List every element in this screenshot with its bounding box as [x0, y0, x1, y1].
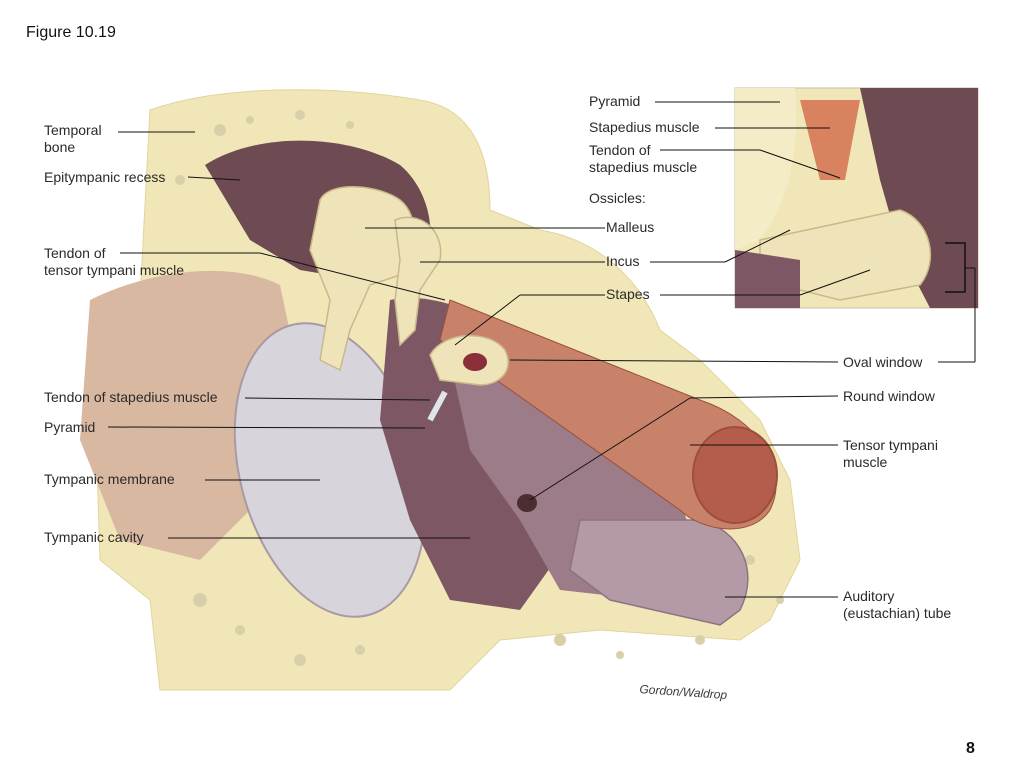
label-pyramid-left: Pyramid — [44, 419, 96, 435]
leader-lines — [107, 101, 976, 598]
label-epitympanic-recess: Epitympanic recess — [44, 169, 166, 185]
label-ossicles: Ossicles: — [589, 190, 646, 206]
tensor-tympani-cross-section — [692, 426, 778, 524]
label-pyramid-right: Pyramid — [589, 93, 641, 109]
ossicles-shape — [309, 186, 509, 386]
label-round-window: Round window — [843, 388, 935, 404]
label-tensor-tympani-muscle: Tensor tympani muscle — [843, 437, 938, 470]
label-tympanic-cavity: Tympanic cavity — [44, 529, 144, 545]
label-incus: Incus — [606, 253, 640, 269]
label-tendon-stapedius-left: Tendon of stapedius muscle — [44, 389, 218, 405]
label-tendon-tensor-tympani: Tendon of tensor tympani muscle — [44, 245, 185, 278]
label-tympanic-membrane: Tympanic membrane — [44, 471, 175, 487]
figure-title: Figure 10.19 — [26, 24, 116, 41]
page-number: 8 — [966, 740, 975, 757]
label-temporal-bone: Temporal bone — [44, 122, 102, 155]
label-malleus: Malleus — [606, 219, 655, 235]
label-stapes: Stapes — [606, 286, 650, 302]
label-stapedius-muscle: Stapedius muscle — [589, 119, 700, 135]
round-window-shape — [517, 494, 537, 512]
stapedius-tendon-shape — [427, 390, 448, 422]
tensor-tympani-muscle-shape — [439, 299, 777, 530]
label-auditory-tube: Auditory (eustachian) tube — [843, 588, 952, 621]
label-oval-window: Oval window — [843, 354, 923, 370]
label-tendon-stapedius-right: Tendon of stapedius muscle — [589, 142, 698, 175]
